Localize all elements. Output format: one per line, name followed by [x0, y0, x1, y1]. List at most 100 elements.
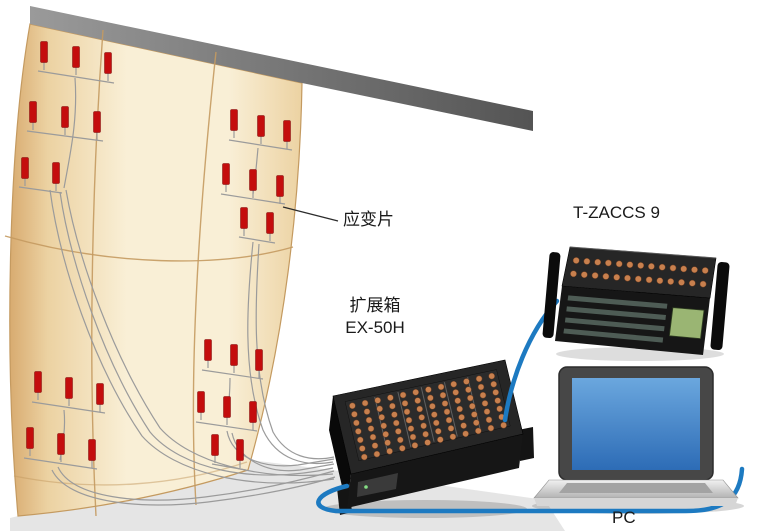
terminal-connector	[416, 405, 423, 413]
terminal-connector	[699, 280, 707, 288]
terminal-connector	[701, 267, 709, 274]
terminal-connector	[572, 257, 580, 264]
strain-wire	[26, 130, 104, 142]
terminal-connector	[403, 408, 411, 416]
terminal-connector	[422, 430, 429, 438]
tzaccs-top-edge	[569, 246, 717, 259]
strain-gauge	[93, 111, 101, 133]
terminal-connector	[357, 436, 364, 444]
terminal-connector	[449, 433, 457, 440]
terminal-connector	[483, 408, 491, 415]
tzaccs-terminals	[570, 257, 709, 288]
terminal-connector	[369, 433, 377, 441]
terminal-connector	[450, 380, 457, 388]
terminal-connector	[481, 400, 489, 407]
strain-gauge	[104, 52, 112, 74]
laptop-front-edge	[534, 498, 738, 506]
strain-gauge	[52, 162, 60, 184]
ex50h-front-display	[357, 473, 398, 497]
terminal-connector	[424, 439, 431, 446]
terminal-connector	[624, 274, 631, 282]
terminal-connector	[680, 265, 688, 273]
strain-wire	[247, 241, 334, 465]
terminal-connector	[365, 416, 373, 424]
terminal-connector	[688, 279, 696, 287]
strain-gauge	[40, 41, 48, 63]
strain-gauge	[236, 439, 244, 461]
expansion-box-model: EX-50H	[345, 318, 405, 338]
strain-gauge	[255, 349, 263, 371]
terminal-connector	[427, 394, 434, 402]
terminal-connector	[367, 425, 375, 432]
terminal-connector	[452, 389, 459, 396]
strain-gauge	[230, 344, 238, 366]
terminal-connector	[407, 425, 415, 432]
terminal-connector	[691, 266, 698, 274]
terminal-connector	[412, 389, 419, 396]
terminal-connector	[471, 411, 478, 418]
strain-wire	[226, 430, 335, 467]
terminal-connector	[431, 411, 438, 418]
terminal-connector	[447, 425, 455, 432]
strain-gauge	[283, 120, 291, 142]
terminal-connector	[460, 422, 467, 429]
status-display	[668, 307, 705, 340]
terminal-connector	[570, 270, 577, 278]
strain-gauge-clusters	[21, 41, 291, 468]
ex50h-terminals	[349, 372, 507, 461]
strain-gauge	[29, 101, 37, 123]
device-tzaccs9	[542, 246, 730, 355]
strain-gauge	[197, 391, 205, 413]
terminal-connector	[401, 400, 409, 407]
strain-gauge	[276, 175, 284, 197]
strain-wire	[211, 463, 247, 471]
terminal-connector	[443, 408, 451, 416]
terminal-connector	[473, 419, 480, 426]
terminal-connector	[500, 421, 507, 429]
terminal-connector	[591, 272, 599, 279]
power-led	[364, 485, 368, 489]
terminal-connector	[363, 408, 371, 415]
terminal-connector	[496, 405, 503, 413]
strain-wire	[31, 401, 106, 414]
terminal-connector	[414, 397, 421, 404]
terminal-connector	[387, 394, 394, 401]
terminal-connector	[361, 453, 368, 461]
device-ex50h	[329, 359, 534, 515]
panel-joint-vertical-2	[192, 51, 217, 506]
panel-divider	[420, 386, 435, 442]
terminal-connector	[477, 383, 485, 391]
strain-wire	[23, 457, 98, 470]
terminal-connector	[678, 279, 685, 286]
strain-wire	[37, 70, 115, 84]
terminal-connector	[487, 424, 495, 432]
strain-wire	[238, 236, 276, 244]
terminal-connector	[389, 402, 396, 410]
logger-label: T-ZACCS 9	[573, 203, 660, 222]
terminal-connector	[658, 263, 666, 271]
terminal-connector	[420, 422, 427, 430]
terminal-connector	[351, 411, 358, 418]
terminal-connector	[645, 276, 653, 284]
terminal-connector	[386, 447, 393, 455]
terminal-connector	[458, 414, 465, 421]
strain-gauge	[96, 383, 104, 405]
strain-wire	[63, 77, 77, 189]
laptop	[533, 366, 739, 506]
expansion-box-name: 扩展箱	[349, 296, 401, 315]
terminal-connector	[463, 378, 470, 385]
terminal-connector	[395, 428, 402, 435]
front-module-slot	[564, 317, 665, 332]
terminal-connector	[485, 416, 493, 424]
terminal-connector	[490, 380, 497, 388]
strain-wire	[201, 369, 264, 380]
terminal-connector	[433, 419, 440, 427]
blue-cable	[316, 466, 745, 514]
terminal-connector	[602, 273, 610, 280]
terminal-connector	[669, 264, 677, 272]
strain-wire	[231, 432, 335, 472]
terminal-connector	[580, 271, 588, 279]
tzaccs-handle-right	[710, 261, 730, 351]
terminal-connector	[425, 386, 432, 393]
strain-gauge	[34, 371, 42, 393]
